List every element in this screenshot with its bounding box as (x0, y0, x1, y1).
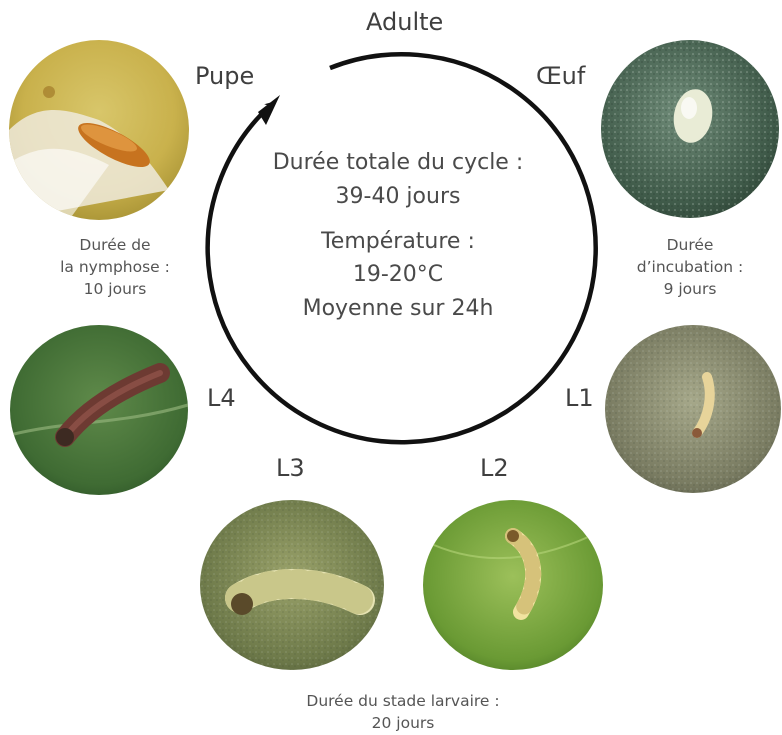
stage-label-l2: L2 (480, 454, 509, 482)
larva-l1-photo (605, 325, 781, 493)
egg-duration-line3: 9 jours (600, 278, 780, 300)
larva-duration: Durée du stade larvaire : 20 jours (230, 690, 576, 734)
temperature-note: Moyenne sur 24h (240, 296, 556, 321)
stage-label-egg: Œuf (536, 62, 585, 90)
total-cycle-label: Durée totale du cycle : (240, 150, 556, 175)
larva-l2-photo (423, 500, 603, 670)
egg-duration: Durée d’incubation : 9 jours (600, 234, 780, 300)
larva-duration-line2: 20 jours (230, 712, 576, 734)
larva-duration-line1: Durée du stade larvaire : (230, 690, 576, 712)
egg-photo (601, 40, 779, 218)
egg-duration-line1: Durée (600, 234, 780, 256)
temperature-value: 19-20°C (240, 262, 556, 287)
larva-l4-photo (10, 325, 188, 495)
stage-label-l4: L4 (207, 384, 236, 412)
stage-label-adult: Adulte (366, 8, 443, 36)
stage-label-l3: L3 (276, 454, 305, 482)
stage-label-pupa: Pupe (195, 62, 254, 90)
pupa-duration-line3: 10 jours (20, 278, 210, 300)
stage-label-l1: L1 (565, 384, 594, 412)
temperature-label: Température : (240, 229, 556, 254)
pupa-duration-line1: Durée de (20, 234, 210, 256)
pupa-duration: Durée de la nymphose : 10 jours (20, 234, 210, 300)
pupa-duration-line2: la nymphose : (20, 256, 210, 278)
larva-l3-photo (200, 500, 384, 670)
egg-duration-line2: d’incubation : (600, 256, 780, 278)
total-cycle-value: 39-40 jours (240, 184, 556, 209)
pupa-photo (9, 40, 189, 220)
